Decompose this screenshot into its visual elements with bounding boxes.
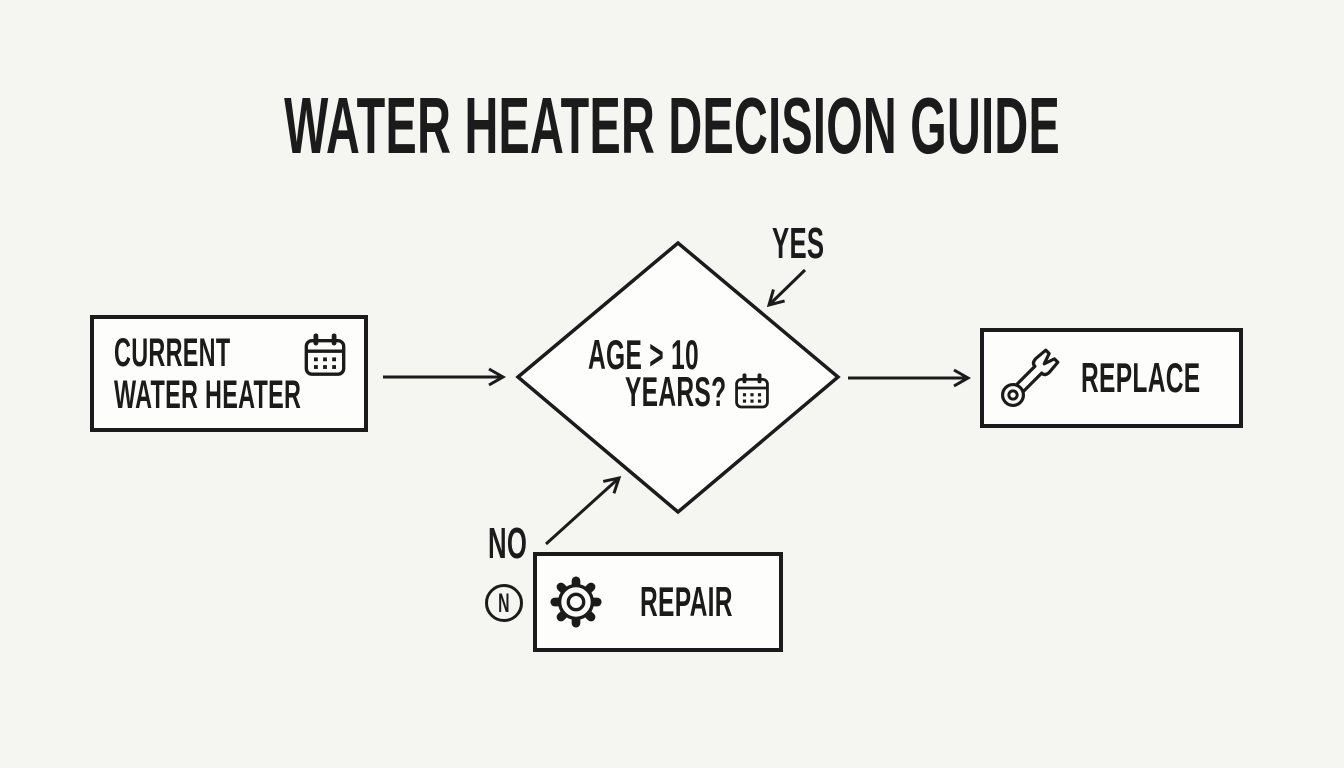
arrow-yes <box>766 268 807 308</box>
node-current-water-heater: CURRENT WATER HEATER <box>90 315 368 432</box>
replace-label: REPLACE <box>1081 354 1201 401</box>
node-decision-label: AGE > 10 YEARS? <box>588 331 798 415</box>
decision-label-line2: YEARS? <box>625 368 727 415</box>
no-label: NO <box>488 519 528 568</box>
wrench-icon <box>1000 348 1060 408</box>
gear-icon <box>550 576 602 628</box>
repair-label: REPAIR <box>640 578 733 625</box>
yes-label: YES <box>772 219 825 268</box>
calendar-icon <box>304 333 346 376</box>
page-title-text: WATER HEATER DECISION GUIDE <box>284 81 1060 170</box>
page-title: WATER HEATER DECISION GUIDE <box>0 86 1344 166</box>
calendar-icon <box>735 372 769 408</box>
current-label-line2: WATER HEATER <box>114 372 302 417</box>
n-badge-letter: N <box>498 587 510 618</box>
node-replace: REPLACE <box>980 328 1243 428</box>
decision-label-line1: AGE > 10 <box>588 331 699 378</box>
current-label-line1: CURRENT <box>114 330 231 375</box>
n-circle-badge: N <box>485 584 523 622</box>
node-repair: REPAIR <box>533 552 783 652</box>
arrow-no <box>544 475 622 546</box>
